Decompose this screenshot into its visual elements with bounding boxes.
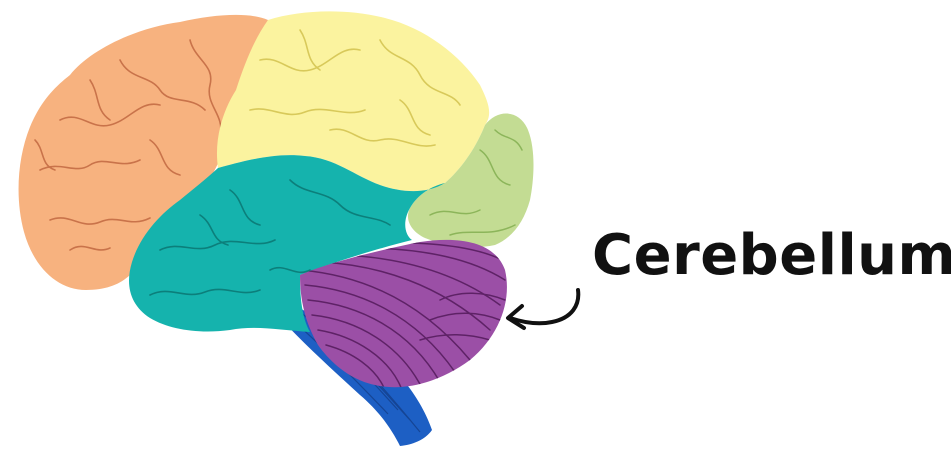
curved-arrow-icon <box>508 290 578 328</box>
cerebellum-label: Cerebellum <box>592 228 951 284</box>
